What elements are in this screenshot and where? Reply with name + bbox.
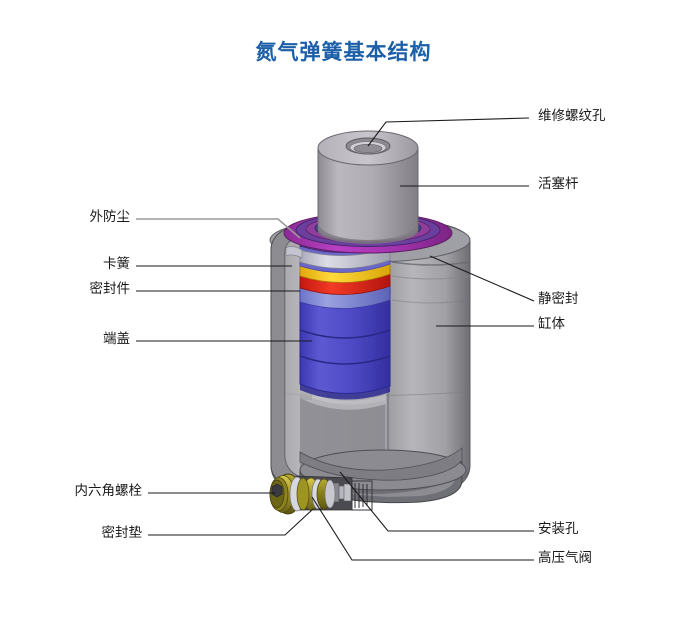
leader-mounting-hole — [339, 471, 534, 532]
end-cap-part — [299, 281, 391, 400]
leader-high-pressure-valve — [311, 496, 534, 561]
label-high-pressure-valve: 高压气阀 — [538, 550, 592, 566]
leader-static-seal — [429, 255, 535, 302]
label-piston-rod: 活塞杆 — [538, 176, 579, 192]
label-end-cap: 端盖 — [103, 331, 130, 347]
leader-outer-dust-seal — [136, 218, 301, 239]
label-seal-gasket: 密封垫 — [101, 525, 143, 541]
label-cylinder-body: 缸体 — [538, 316, 565, 332]
label-outer-dust-seal: 外防尘 — [89, 209, 131, 225]
snap-ring-part — [285, 246, 391, 269]
leader-lines — [136, 117, 535, 561]
hex-socket-bolt-part — [269, 473, 310, 515]
label-hex-socket-bolt: 内六角螺栓 — [74, 483, 143, 499]
label-snap-ring: 卡簧 — [103, 256, 130, 272]
leader-seal-gasket — [148, 508, 314, 536]
label-service-thread-hole: 维修螺纹孔 — [538, 108, 606, 124]
leader-service-thread-hole — [367, 117, 530, 147]
label-mounting-hole: 安装孔 — [538, 521, 579, 537]
page-title: 氮气弹簧基本结构 — [255, 40, 432, 64]
piston-rod-part — [317, 130, 419, 244]
label-static-seal: 静密封 — [538, 291, 579, 307]
label-seal-element: 密封件 — [89, 281, 131, 297]
